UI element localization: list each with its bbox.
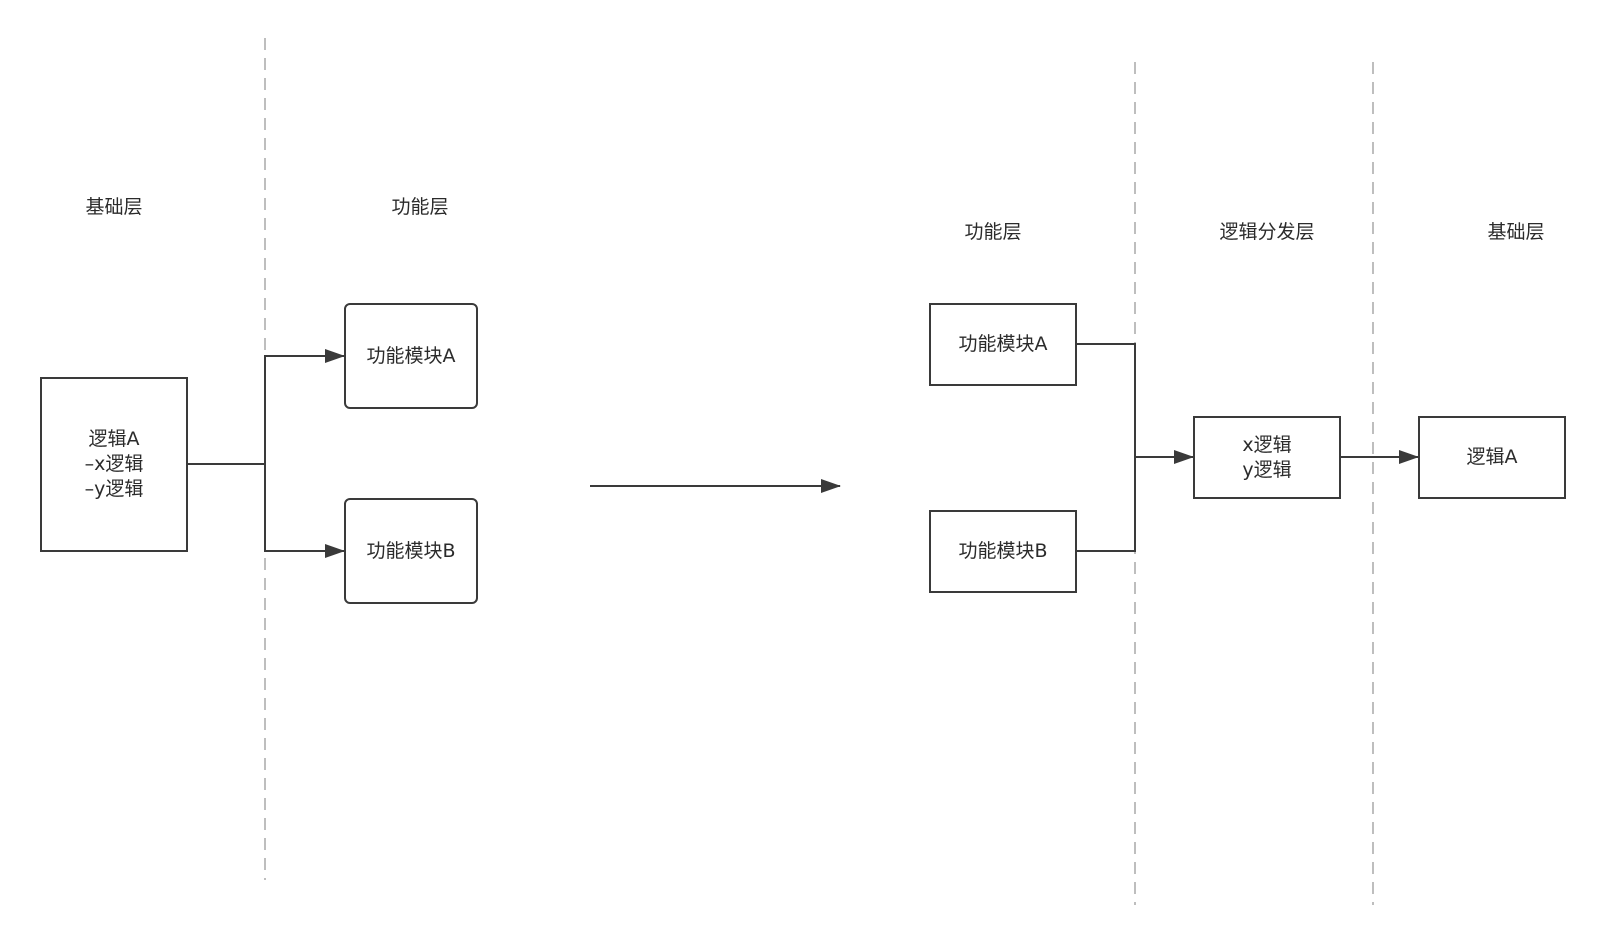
connector-module-a-to-bus — [1076, 343, 1136, 552]
right-layer-label-function: 功能层 — [964, 221, 1022, 243]
node-label: 逻辑A — [1466, 446, 1518, 468]
node-line: –x逻辑 — [84, 453, 144, 475]
right-node-dispatch[interactable]: x逻辑 y逻辑 — [1193, 416, 1341, 499]
connector-logic-a-to-module-b — [264, 464, 345, 558]
node-label: 功能模块B — [366, 539, 456, 562]
node-line: x逻辑 — [1242, 433, 1292, 456]
left-node-module-b[interactable]: 功能模块B — [344, 498, 478, 604]
node-line: y逻辑 — [1242, 458, 1292, 481]
right-layer-label-base: 基础层 — [1487, 221, 1545, 243]
node-line: 逻辑A — [88, 428, 140, 450]
node-label: 功能模块B — [958, 540, 1048, 562]
node-line: –y逻辑 — [84, 478, 144, 500]
left-node-logic-a[interactable]: 逻辑A –x逻辑 –y逻辑 — [40, 377, 188, 552]
right-node-module-a[interactable]: 功能模块A — [929, 303, 1077, 386]
left-node-module-a[interactable]: 功能模块A — [344, 303, 478, 409]
connector-logic-a-to-module-a — [188, 349, 345, 465]
node-label: 功能模块A — [366, 344, 456, 367]
right-layer-label-dispatch: 逻辑分发层 — [1219, 221, 1315, 243]
node-label: 功能模块A — [958, 333, 1048, 355]
left-layer-label-base: 基础层 — [85, 196, 143, 218]
right-node-logic-a[interactable]: 逻辑A — [1418, 416, 1566, 499]
left-layer-label-function: 功能层 — [391, 196, 449, 218]
right-node-module-b[interactable]: 功能模块B — [929, 510, 1077, 593]
